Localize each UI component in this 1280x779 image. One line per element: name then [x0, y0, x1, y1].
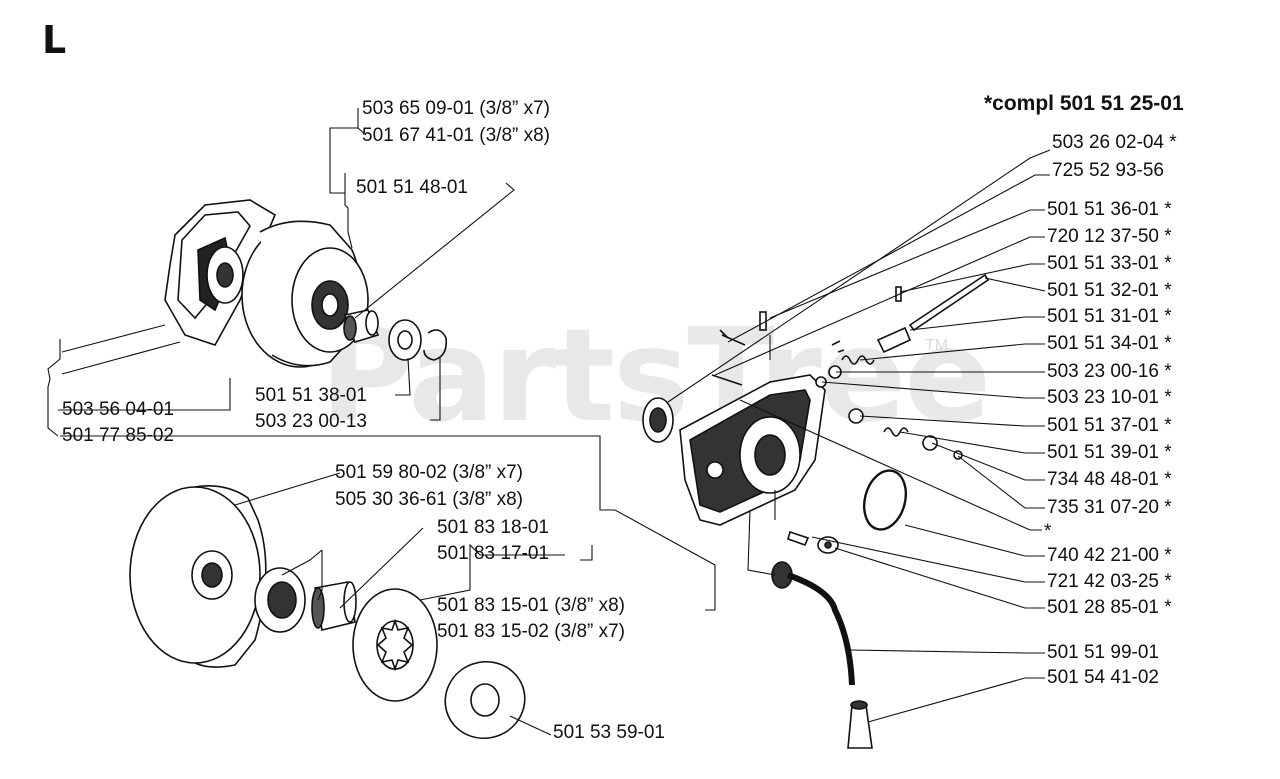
- part-label: 503 23 10-01 *: [1047, 387, 1172, 408]
- rim-sprocket-drawing: [352, 588, 438, 702]
- part-label: 501 83 15-01 (3/8” x8): [437, 595, 626, 616]
- part-label: 501 28 85-01 *: [1047, 597, 1172, 618]
- clutch-shoes-drawing: [164, 199, 277, 346]
- complete-assembly-note: *compl 501 51 25-01: [984, 92, 1184, 115]
- part-label: 501 51 34-01 *: [1047, 333, 1172, 354]
- part-label: 501 51 99-01: [1047, 642, 1159, 663]
- sprocket-washer-drawing: [444, 660, 526, 740]
- part-label: 501 67 41-01 (3/8” x8): [362, 125, 551, 146]
- part-label: 501 77 85-02: [62, 425, 174, 446]
- part-label: 721 42 03-25 *: [1047, 571, 1172, 592]
- part-label: 501 51 39-01 *: [1047, 442, 1172, 463]
- part-label: 501 51 32-01 *: [1047, 280, 1172, 301]
- oil-filter-drawing: [847, 700, 873, 749]
- part-label: 505 30 36-61 (3/8” x8): [335, 489, 524, 510]
- part-label: 501 83 18-01: [437, 517, 549, 538]
- part-label: 501 54 41-02: [1047, 667, 1159, 688]
- part-label: 720 12 37-50 *: [1047, 226, 1172, 247]
- part-label: 501 83 15-02 (3/8” x7): [437, 621, 626, 642]
- part-label: 501 53 59-01: [553, 722, 665, 743]
- circlip-drawing: [423, 329, 448, 361]
- pin-and-bushing-drawing: [787, 530, 839, 554]
- part-label: 740 42 21-00 *: [1047, 545, 1172, 566]
- part-label: 501 83 17-01: [437, 543, 549, 564]
- section-letter: L: [42, 18, 67, 62]
- part-label: 501 51 31-01 *: [1047, 306, 1172, 327]
- pump-washers-drawing: [815, 340, 963, 460]
- part-label: 501 59 80-02 (3/8” x7): [335, 462, 524, 483]
- clutch-drum-drawing: [241, 220, 369, 368]
- part-label: *: [1044, 521, 1052, 542]
- part-label: 503 65 09-01 (3/8” x7): [362, 98, 551, 119]
- part-label: 503 23 00-13: [255, 411, 367, 432]
- watermark-trademark: TM: [925, 337, 949, 354]
- needle-bearing-lower-drawing: [311, 581, 357, 631]
- part-label: 501 51 33-01 *: [1047, 253, 1172, 274]
- part-label: 735 31 07-20 *: [1047, 497, 1172, 518]
- pump-screws-drawing: [711, 286, 902, 386]
- o-ring-drawing: [862, 469, 908, 531]
- part-label: 501 51 48-01: [356, 177, 468, 198]
- part-label: 501 51 36-01 *: [1047, 199, 1172, 220]
- oil-seal-drawing: [642, 397, 674, 443]
- pump-plunger-drawing: [876, 273, 990, 354]
- part-label: 503 26 02-04 *: [1052, 132, 1177, 153]
- oil-hose-drawing: [771, 561, 855, 686]
- rim-sprocket-hub-drawing: [254, 567, 306, 633]
- clutch-washer-drawing: [388, 319, 422, 361]
- part-label: 503 56 04-01: [62, 399, 174, 420]
- oil-pump-housing-drawing: [679, 374, 826, 526]
- part-label: 501 51 37-01 *: [1047, 415, 1172, 436]
- part-label: 501 51 38-01: [255, 385, 367, 406]
- part-label: 734 48 48-01 *: [1047, 469, 1172, 490]
- part-label: 503 23 00-16 *: [1047, 361, 1172, 382]
- needle-bearing-drawing: [343, 309, 380, 343]
- sprocket-drum-drawing: [129, 485, 267, 668]
- pump-springs-drawing: [841, 355, 909, 437]
- part-label: 725 52 93-56: [1052, 160, 1164, 181]
